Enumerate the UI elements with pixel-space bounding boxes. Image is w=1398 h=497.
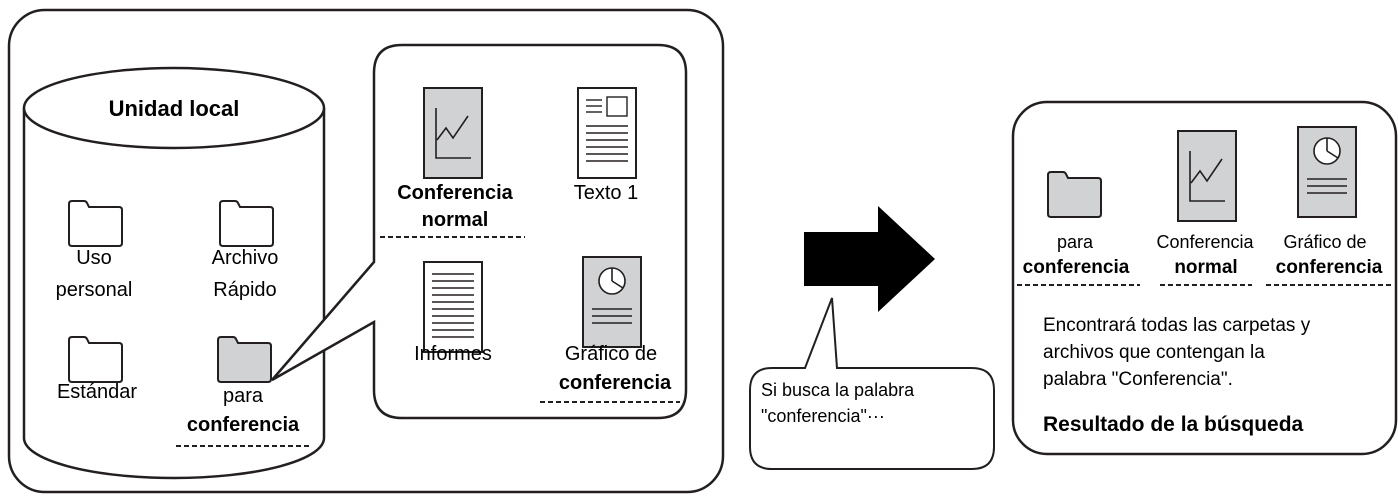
result-label-line2: conferencia (1276, 257, 1383, 278)
file-label-line2: conferencia (559, 372, 672, 394)
search-callout-bubble (749, 297, 995, 470)
chart-document-icon (1177, 130, 1237, 222)
right-arrow-icon (804, 206, 935, 312)
result-label-line1: para (1057, 232, 1094, 252)
folder-estandar[interactable]: Estándar (57, 336, 137, 403)
folder-para-conferencia[interactable]: para conferencia (176, 336, 310, 447)
search-callout-line2: "conferencia"··· (761, 406, 885, 426)
file-label-line1: Conferencia (397, 182, 513, 204)
report-document-icon (423, 261, 483, 353)
pie-chart-document-icon (582, 256, 642, 348)
search-callout-line1: Si busca la palabra (761, 380, 915, 400)
folder-icon (219, 200, 274, 247)
result-description-line1: Encontrará todas las carpetas y (1043, 315, 1311, 336)
result-label-line2: conferencia (1023, 257, 1130, 278)
folder-uso-personal[interactable]: Uso personal (56, 200, 133, 301)
result-item-conferencia-normal[interactable]: Conferencia normal (1156, 130, 1255, 286)
result-description-line3: palabra "Conferencia". (1043, 369, 1233, 390)
local-drive-title: Unidad local (109, 96, 240, 121)
result-label-line1: Gráfico de (1283, 232, 1366, 252)
folder-label-line2: personal (56, 279, 133, 301)
result-label-line1: Conferencia (1156, 232, 1254, 252)
result-title: Resultado de la búsqueda (1043, 413, 1304, 436)
folder-label-line2: Rápido (213, 279, 276, 301)
folder-label-line1: Uso (76, 247, 112, 269)
file-informes[interactable]: Informes (414, 261, 492, 365)
folder-icon (1047, 171, 1102, 218)
result-item-grafico-de-conferencia[interactable]: Gráfico de conferencia (1266, 126, 1393, 286)
file-label-line1: Informes (414, 343, 492, 365)
file-conferencia-normal[interactable]: Conferencia normal (380, 87, 525, 238)
folder-label-line1: para (223, 385, 264, 407)
folder-icon (217, 336, 272, 383)
file-label-line1: Gráfico de (565, 343, 657, 365)
folder-label-line2: conferencia (187, 414, 300, 436)
local-drive-cylinder-icon (22, 66, 326, 480)
pie-chart-document-icon (1297, 126, 1357, 218)
file-grafico-de-conferencia[interactable]: Gráfico de conferencia (540, 256, 680, 403)
result-label-line2: normal (1174, 257, 1237, 278)
file-label-line2: normal (422, 209, 489, 231)
folder-icon (68, 336, 123, 383)
text-document-icon (577, 87, 637, 179)
folder-label-line1: Archivo (212, 247, 279, 269)
folder-label-line1: Estándar (57, 381, 137, 403)
folder-icon (68, 200, 123, 247)
file-texto-1[interactable]: Texto 1 (574, 87, 638, 204)
folder-archivo-rapido[interactable]: Archivo Rápido (212, 200, 279, 301)
file-label-line1: Texto 1 (574, 182, 638, 204)
result-item-para-conferencia[interactable]: para conferencia (1017, 171, 1140, 286)
result-description-line2: archivos que contengan la (1043, 342, 1265, 363)
chart-document-icon (423, 87, 483, 179)
